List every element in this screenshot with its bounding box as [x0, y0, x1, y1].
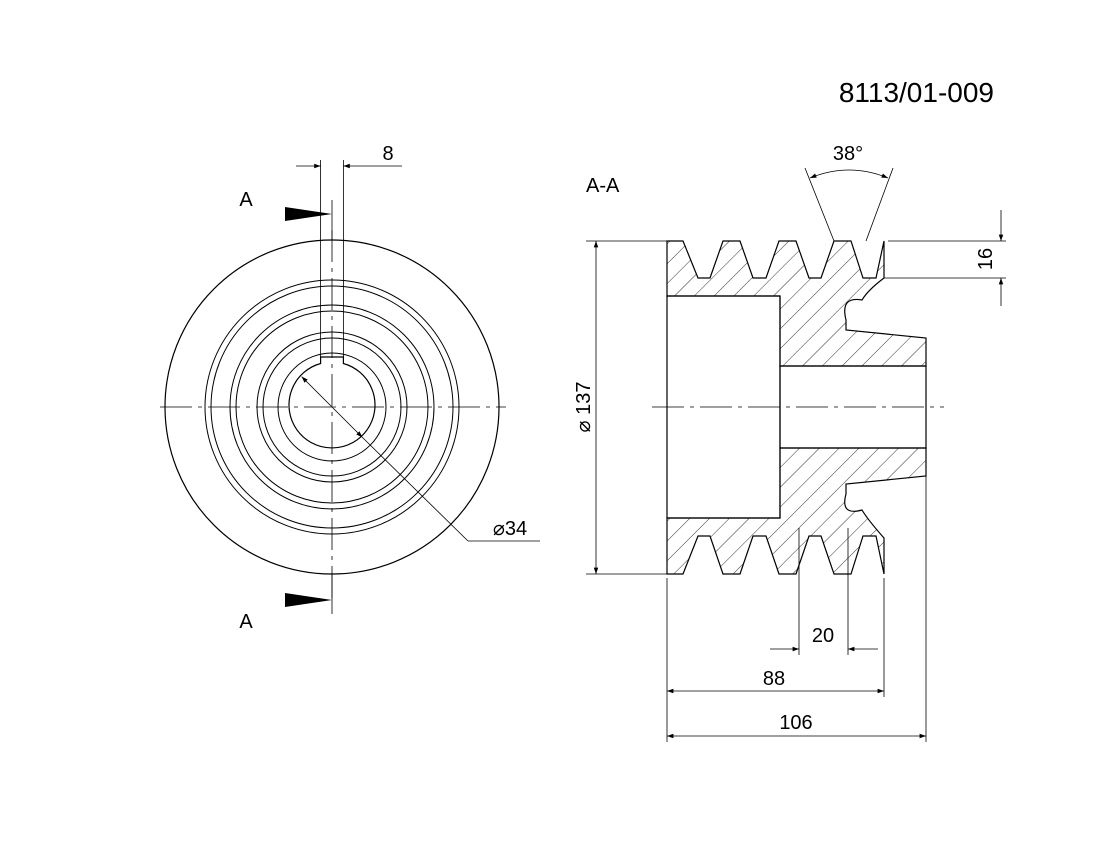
section-view: A-A ⌀ 137 38° 16 20 — [573, 143, 1006, 742]
groove-angle-extension — [804, 167, 835, 242]
drawing-number: 8113/01-009 — [839, 77, 994, 108]
section-marker-top: A — [239, 189, 253, 211]
upper-section-hatch — [666, 240, 927, 367]
bore-diameter-value: 34 — [505, 518, 527, 540]
bore-diameter-leader — [362, 437, 469, 542]
bore-diameter-label: ⌀34 — [493, 518, 527, 540]
diameter-symbol: ⌀ — [493, 518, 505, 540]
bore-diameter-dim-line — [301, 376, 363, 438]
front-view: 8 ⌀34 A A — [160, 143, 540, 633]
section-arrow-bottom — [285, 593, 332, 607]
overall-width-label: 106 — [779, 712, 812, 734]
lower-section-hatch — [666, 447, 927, 575]
groove-angle-arc — [809, 169, 889, 179]
groove-pitch-label: 20 — [812, 625, 834, 647]
section-view-label: A-A — [586, 175, 620, 197]
groove-depth-label: 16 — [975, 248, 997, 270]
outer-diameter-value: 137 — [573, 382, 595, 415]
groove-angle-extension — [865, 167, 894, 242]
section-marker-bottom: A — [239, 611, 253, 633]
hub-width-label: 88 — [763, 668, 785, 690]
section-arrow-top — [285, 207, 332, 221]
groove-angle-label: 38° — [833, 143, 863, 165]
keyway-width-label: 8 — [382, 143, 393, 165]
diameter-symbol: ⌀ — [573, 420, 595, 432]
outer-diameter-label: ⌀ 137 — [573, 382, 595, 433]
bore-with-keyway — [288, 356, 376, 449]
